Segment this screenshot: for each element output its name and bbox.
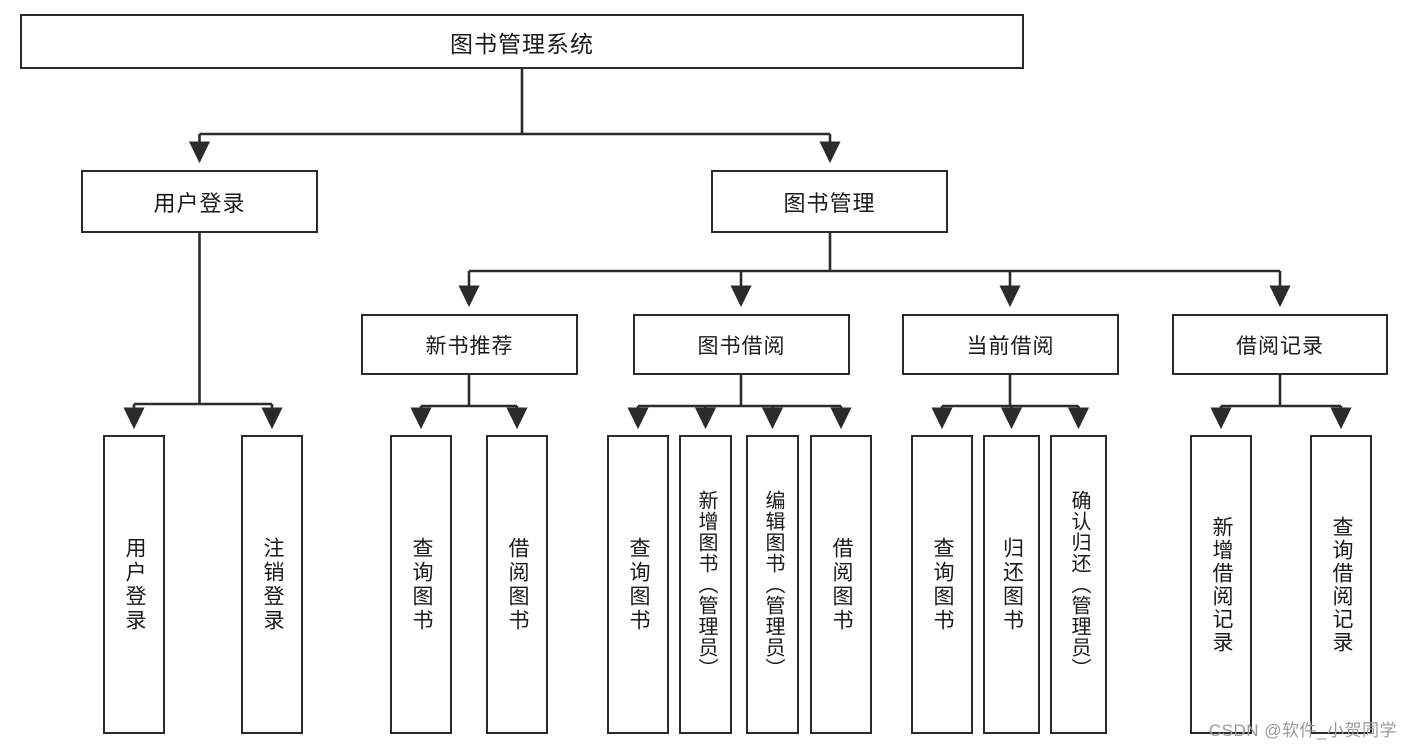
node-leaf-add-borrow-record[interactable]: 新增借阅记录 <box>1190 435 1252 734</box>
node-leaf-query-book-1[interactable]: 查询图书 <box>390 435 452 734</box>
node-label: 图书借阅 <box>697 334 786 358</box>
node-leaf-return-book[interactable]: 归还图书 <box>983 435 1040 734</box>
node-label: 借阅图书 <box>830 536 854 633</box>
node-leaf-user-login[interactable]: 用户登录 <box>103 435 165 734</box>
node-label: 用户登录 <box>123 536 147 633</box>
node-root-book-management-system[interactable]: 图书管理系统 <box>20 14 1024 69</box>
node-current-borrow[interactable]: 当前借阅 <box>902 314 1119 375</box>
node-label: 借阅记录 <box>1236 334 1324 358</box>
node-leaf-confirm-return-admin[interactable]: 确认归还（管理员） <box>1050 435 1107 734</box>
node-label: 注销登录 <box>261 536 285 633</box>
node-new-book-recommend[interactable]: 新书推荐 <box>361 314 578 375</box>
node-label: 新增图书（管理员） <box>695 490 717 679</box>
node-label: 查询图书 <box>931 536 955 633</box>
node-label: 归还图书 <box>1000 536 1024 633</box>
node-leaf-query-book-2[interactable]: 查询图书 <box>607 435 669 734</box>
node-user-login[interactable]: 用户登录 <box>81 170 318 233</box>
node-leaf-query-borrow-record[interactable]: 查询借阅记录 <box>1310 435 1372 734</box>
node-leaf-borrow-book-1[interactable]: 借阅图书 <box>486 435 548 734</box>
node-leaf-borrow-book-2[interactable]: 借阅图书 <box>810 435 872 734</box>
node-label: 当前借阅 <box>966 334 1055 358</box>
node-leaf-query-book-3[interactable]: 查询图书 <box>911 435 973 734</box>
node-leaf-logout-login[interactable]: 注销登录 <box>241 435 303 734</box>
node-borrow-record[interactable]: 借阅记录 <box>1172 314 1388 375</box>
node-book-borrow[interactable]: 图书借阅 <box>633 314 850 375</box>
node-leaf-add-book-admin[interactable]: 新增图书（管理员） <box>679 435 732 734</box>
node-label: 查询图书 <box>410 536 434 633</box>
node-label: 借阅图书 <box>506 536 530 633</box>
node-label: 新增借阅记录 <box>1210 515 1234 654</box>
node-label: 用户登录 <box>153 190 246 216</box>
node-label: 新书推荐 <box>425 334 514 358</box>
node-leaf-edit-book-admin[interactable]: 编辑图书（管理员） <box>746 435 799 734</box>
node-book-management[interactable]: 图书管理 <box>711 170 948 233</box>
node-label: 图书管理系统 <box>450 30 594 57</box>
node-label: 图书管理 <box>783 190 876 216</box>
node-label: 查询借阅记录 <box>1330 515 1354 654</box>
node-label: 编辑图书（管理员） <box>762 490 784 679</box>
node-label: 查询图书 <box>627 536 651 633</box>
csdn-watermark: CSDN @软件_小贺同学 <box>1208 721 1397 740</box>
node-label: 确认归还（管理员） <box>1068 490 1090 679</box>
